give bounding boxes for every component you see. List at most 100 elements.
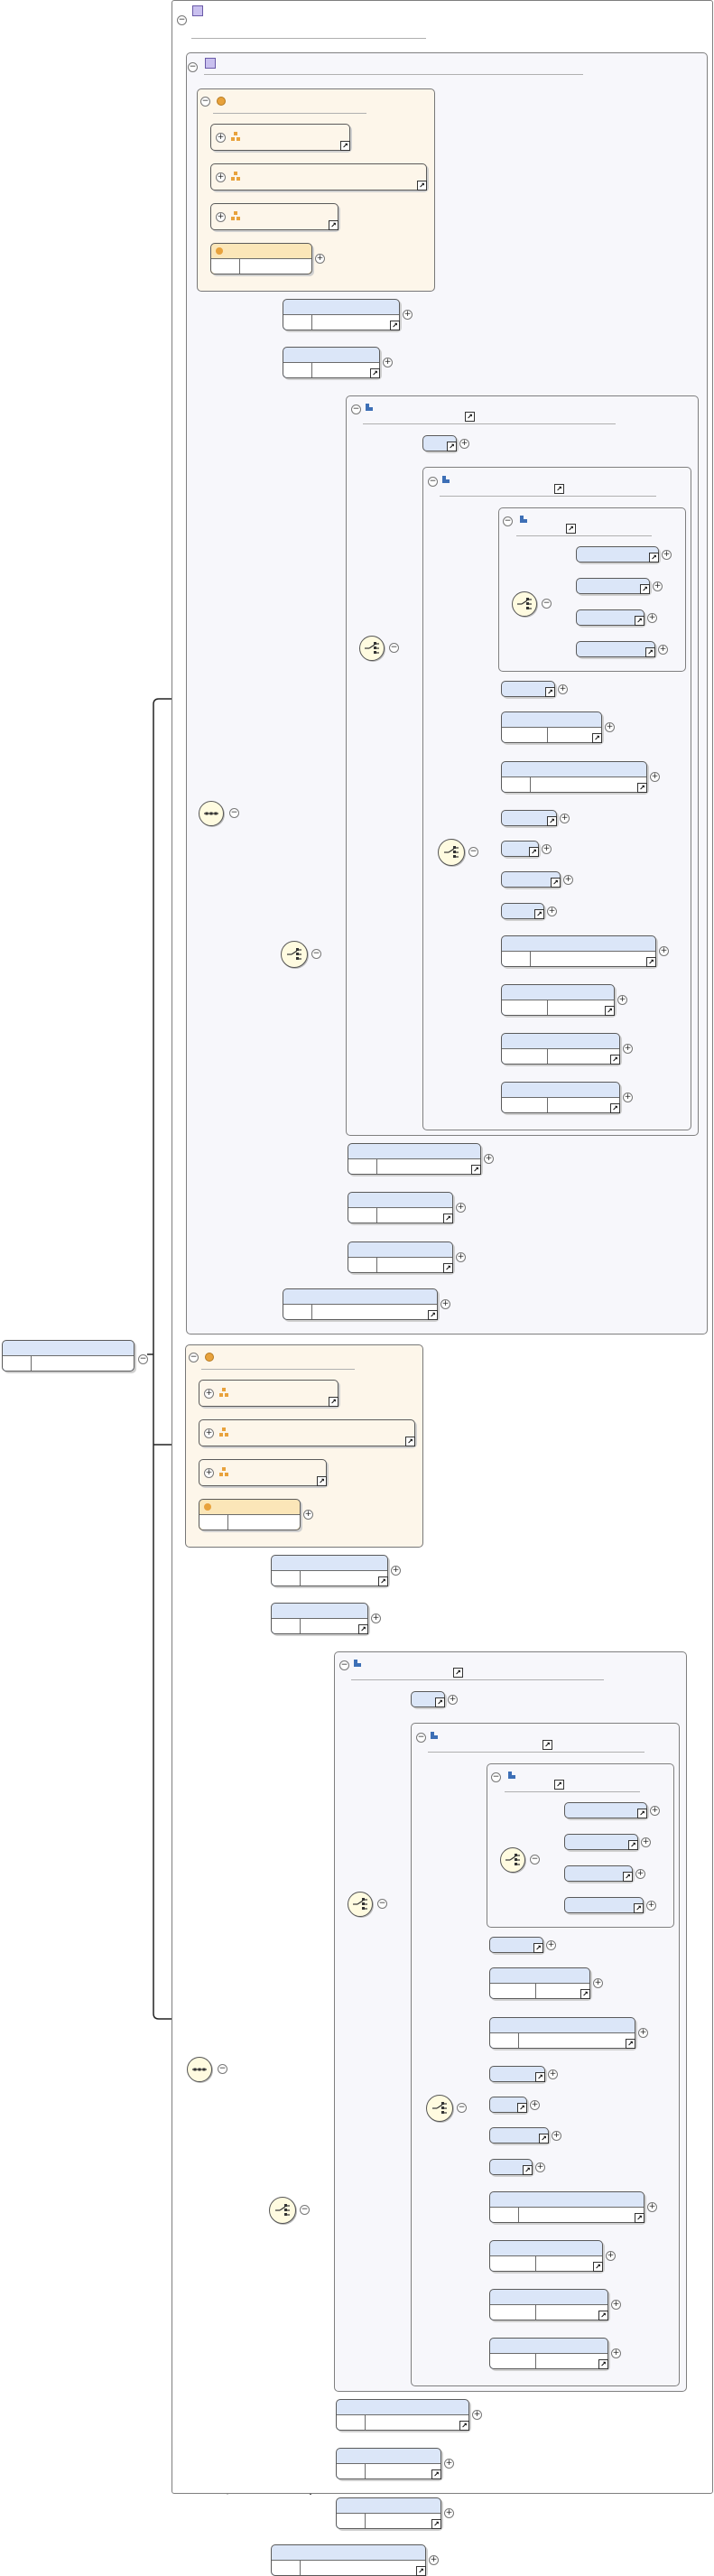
extension-attr-ausgabesteuerung[interactable]: +↗: [199, 1380, 338, 1407]
restriction-block-bildgruppe[interactable]: ↗: [501, 871, 561, 888]
extension-element-meta[interactable]: ↗: [271, 1555, 388, 1586]
expand-restriction-element-meta[interactable]: +: [403, 310, 413, 320]
link-arrow-icon[interactable]: ↗: [593, 2262, 603, 2272]
extension-block-zwischentitel[interactable]: ↗: [489, 2191, 644, 2223]
extension-block-bild[interactable]: ↗: [489, 2097, 527, 2113]
link-arrow-icon[interactable]: ↗: [533, 1943, 543, 1953]
link-arrow-icon[interactable]: ↗: [626, 2039, 635, 2049]
link-arrow-icon[interactable]: ↗: [605, 1006, 615, 1016]
expand-restriction-block-bild[interactable]: +: [542, 843, 552, 854]
extension-block-leerzeile[interactable]: ↗: [489, 2066, 545, 2082]
link-arrow-icon[interactable]: ↗: [649, 553, 659, 563]
restriction-list-3[interactable]: ↗: [576, 641, 655, 657]
restriction-block-formel-block-extend[interactable]: ↗: [501, 711, 602, 743]
link-arrow-icon[interactable]: ↗: [547, 816, 557, 826]
expand-restriction-list-0[interactable]: +: [662, 549, 672, 560]
extension-block-codeblock[interactable]: ↗: [489, 2017, 635, 2049]
expand-restriction-element-leseprobe-ende[interactable]: +: [456, 1252, 466, 1262]
extension-block-multimedia-audio-extend[interactable]: ↗: [489, 2338, 608, 2369]
expand-extension-block-zwischentitel[interactable]: +: [647, 2202, 657, 2212]
expand-extension-element-abs[interactable]: +: [448, 1694, 458, 1705]
restriction-block-multimedia-video-extend[interactable]: ↗: [501, 1033, 620, 1065]
link-arrow-icon[interactable]: ↗: [471, 1165, 481, 1175]
expand-restriction-list-3[interactable]: +: [658, 644, 668, 655]
expand-extension-list-3[interactable]: +: [646, 1900, 656, 1911]
expand-restriction-block-multimedia-audio-extend[interactable]: +: [623, 1093, 633, 1102]
link-arrow-icon[interactable]: ↗: [417, 181, 427, 191]
extension-block-tabelle[interactable]: ↗: [489, 2159, 533, 2175]
expand-toggle[interactable]: +: [216, 172, 226, 182]
restriction-block-gedicht[interactable]: ↗: [501, 681, 555, 697]
restriction-attr-typ[interactable]: [210, 243, 312, 274]
restriction-element-abs[interactable]: ↗: [422, 435, 457, 451]
link-arrow-icon[interactable]: ↗: [580, 1989, 590, 1999]
restriction-attr-globale[interactable]: +↗: [210, 203, 338, 230]
link-arrow-icon[interactable]: ↗: [635, 616, 644, 626]
expand-extension-element-leseprobe-ende[interactable]: +: [444, 2508, 454, 2518]
link-arrow-icon[interactable]: ↗: [453, 1668, 463, 1678]
link-arrow-icon[interactable]: ↗: [358, 1624, 368, 1634]
restriction-block-multimedia-audio-extend[interactable]: ↗: [501, 1082, 620, 1113]
extension-sequence-compositor[interactable]: [187, 2057, 212, 2082]
expand-extension-block-bild[interactable]: +: [530, 2099, 540, 2110]
extension-collapse-listen-choice[interactable]: −: [530, 1855, 540, 1865]
expand-extension-block-gedicht[interactable]: +: [546, 1939, 556, 1950]
expand-extension-block-formel-block-extend[interactable]: +: [593, 1978, 603, 1988]
expand-extension-block-multimedia-video-extend[interactable]: +: [611, 2300, 621, 2310]
link-arrow-icon[interactable]: ↗: [416, 2566, 426, 2576]
extension-list-2[interactable]: ↗: [564, 1865, 633, 1882]
link-arrow-icon[interactable]: ↗: [443, 1214, 453, 1223]
extension-collapse-struktur-choice[interactable]: −: [377, 1899, 387, 1909]
extension-element-abs[interactable]: ↗: [411, 1691, 445, 1707]
expand-extension-block-leerzeile[interactable]: +: [548, 2069, 558, 2079]
restriction-block-bild[interactable]: ↗: [501, 841, 539, 857]
expand-extension-element-titel[interactable]: +: [371, 1613, 381, 1623]
restriction-collapse-einschub-struktur[interactable]: −: [351, 405, 361, 414]
link-arrow-icon[interactable]: ↗: [523, 2165, 533, 2175]
restriction-collapse-sequence[interactable]: −: [229, 808, 239, 818]
expand-extension-block-dramen-block-extend[interactable]: +: [606, 2251, 616, 2261]
link-arrow-icon[interactable]: ↗: [447, 442, 457, 451]
extension-collapse-choice[interactable]: −: [300, 2205, 310, 2215]
link-arrow-icon[interactable]: ↗: [545, 687, 555, 697]
expand-restriction-block-dramen-block-extend[interactable]: +: [617, 995, 627, 1005]
expand-restriction-element-leseprobe-start[interactable]: +: [456, 1203, 466, 1213]
link-arrow-icon[interactable]: ↗: [535, 2072, 545, 2082]
collapse-complex-type[interactable]: −: [177, 15, 187, 25]
restriction-choice-compositor[interactable]: [281, 941, 308, 968]
expand-extension-list-2[interactable]: +: [635, 1868, 645, 1879]
link-arrow-icon[interactable]: ↗: [340, 141, 350, 151]
restriction-attr-ausgabesteuerung[interactable]: +↗: [210, 124, 350, 151]
root-element-einschub[interactable]: [2, 1340, 134, 1372]
restriction-list-1[interactable]: ↗: [576, 578, 650, 594]
restriction-collapse-listen-choice[interactable]: −: [542, 599, 552, 609]
link-arrow-icon[interactable]: ↗: [370, 368, 380, 378]
link-arrow-icon[interactable]: ↗: [592, 733, 602, 743]
restriction-attr-multimedia[interactable]: +↗: [210, 163, 427, 191]
link-arrow-icon[interactable]: ↗: [329, 1397, 338, 1407]
expand-extension-block-tabelle[interactable]: +: [535, 2162, 545, 2172]
restriction-collapse-struktur-choice[interactable]: −: [389, 643, 399, 653]
restriction-block-dramen-block-extend[interactable]: ↗: [501, 984, 615, 1016]
expand-extension-block-bildgruppe[interactable]: +: [552, 2130, 561, 2141]
extension-collapse-listen[interactable]: −: [491, 1772, 501, 1782]
extension-block-formel-block-extend[interactable]: ↗: [489, 1967, 590, 1999]
expand-restriction-attr-typ[interactable]: +: [315, 254, 325, 264]
extension-attr-typ[interactable]: [199, 1499, 301, 1530]
restriction-element-meta[interactable]: ↗: [283, 299, 400, 330]
extension-list-3[interactable]: ↗: [564, 1897, 644, 1913]
restriction-list-0[interactable]: ↗: [576, 546, 659, 563]
link-arrow-icon[interactable]: ↗: [628, 1840, 638, 1850]
extension-list-1[interactable]: ↗: [564, 1834, 638, 1850]
extension-element-einschub[interactable]: ↗: [336, 2399, 469, 2431]
extension-element-leseprobe-ende[interactable]: ↗: [336, 2497, 441, 2529]
expand-extension-list-0[interactable]: +: [650, 1805, 660, 1816]
link-arrow-icon[interactable]: ↗: [637, 1809, 647, 1818]
restriction-collapse-attributes[interactable]: −: [200, 97, 210, 107]
restriction-list-2[interactable]: ↗: [576, 609, 644, 626]
expand-extension-element-einschub[interactable]: +: [472, 2410, 482, 2420]
extension-collapse-einschub-struktur[interactable]: −: [339, 1660, 349, 1670]
restriction-struktur-choice[interactable]: [359, 636, 385, 661]
extension-blocks-choice[interactable]: [426, 2095, 453, 2122]
link-arrow-icon[interactable]: ↗: [317, 1476, 327, 1486]
